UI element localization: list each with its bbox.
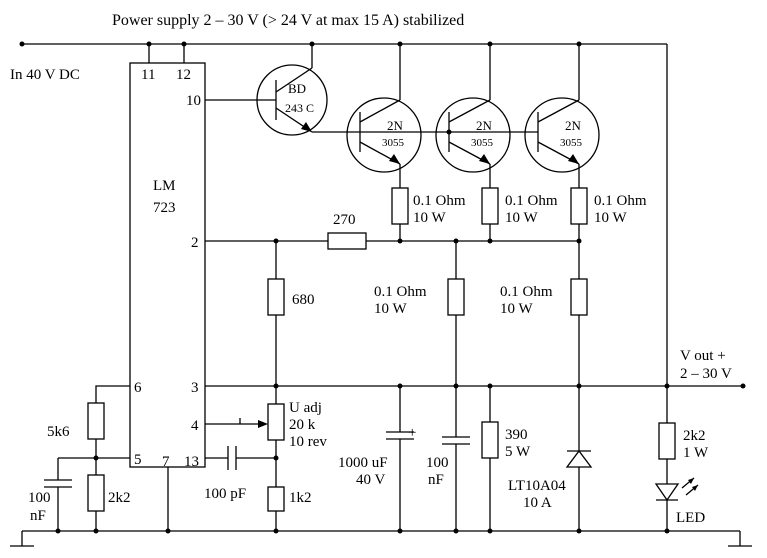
- svg-text:10 rev: 10 rev: [289, 434, 327, 450]
- svg-text:390: 390: [505, 427, 528, 443]
- resistor-5k6: [87, 402, 105, 440]
- svg-text:2N: 2N: [476, 118, 493, 133]
- svg-text:3055: 3055: [382, 137, 405, 149]
- label-1k2: 1k2: [289, 490, 312, 506]
- svg-text:10 W: 10 W: [505, 210, 538, 226]
- svg-text:0.1 Ohm: 0.1 Ohm: [505, 193, 558, 209]
- pin-6: 6: [134, 380, 142, 396]
- svg-text:10 W: 10 W: [413, 210, 446, 226]
- resistor-390: [481, 421, 499, 459]
- svg-text:2N: 2N: [387, 118, 404, 133]
- label-100pf: 100 pF: [204, 486, 246, 502]
- svg-text:0.1 Ohm: 0.1 Ohm: [594, 193, 647, 209]
- svg-text:100: 100: [426, 455, 449, 471]
- transistor-2n3055-3: [524, 41, 600, 188]
- resistor-270: [327, 232, 367, 250]
- resistor-2k2-led: [658, 422, 676, 460]
- svg-text:40 V: 40 V: [356, 472, 385, 488]
- svg-text:0.1 Ohm: 0.1 Ohm: [374, 284, 427, 300]
- svg-text:nF: nF: [30, 508, 46, 524]
- pin-11: 11: [141, 67, 155, 83]
- ic-name-2: 723: [153, 200, 176, 216]
- output-label-2: 2 – 30 V: [680, 366, 732, 382]
- svg-text:1000 uF: 1000 uF: [338, 455, 388, 471]
- resistor-1k2: [267, 486, 285, 512]
- pin-3: 3: [191, 380, 199, 396]
- ic-name-1: LM: [153, 178, 176, 194]
- diagram-title: Power supply 2 – 30 V (> 24 V at max 15 …: [112, 12, 464, 29]
- emitter-resistor-1: [391, 187, 409, 225]
- svg-text:nF: nF: [428, 472, 444, 488]
- svg-text:10 W: 10 W: [594, 210, 627, 226]
- svg-text:5 W: 5 W: [505, 444, 531, 460]
- svg-text:LT10A04: LT10A04: [508, 478, 566, 494]
- label-5k6: 5k6: [47, 424, 70, 440]
- wiper-arrow: [258, 420, 268, 428]
- label-2k2: 2k2: [108, 490, 131, 506]
- svg-text:2k2: 2k2: [683, 428, 706, 444]
- svg-text:0.1 Ohm: 0.1 Ohm: [500, 284, 553, 300]
- svg-text:3055: 3055: [560, 137, 583, 149]
- pin-5: 5: [134, 452, 142, 468]
- bd-label-1: BD: [288, 81, 306, 96]
- pin-7: 7: [162, 454, 170, 470]
- emitter-resistor-2: [481, 187, 499, 225]
- resistor-680: [267, 278, 285, 316]
- shunt-resistor-1: [447, 278, 465, 316]
- svg-text:10 A: 10 A: [523, 495, 552, 511]
- svg-text:2N: 2N: [565, 118, 582, 133]
- potentiometer-20k: [267, 403, 285, 441]
- lm723-ic: [129, 62, 206, 468]
- resistor-2k2: [87, 474, 105, 512]
- svg-text:U adj: U adj: [289, 400, 322, 416]
- svg-text:100: 100: [28, 490, 51, 506]
- svg-text:10 W: 10 W: [500, 301, 533, 317]
- led-label: LED: [676, 510, 705, 526]
- svg-text:1 W: 1 W: [683, 445, 709, 461]
- input-label: In 40 V DC: [10, 67, 80, 83]
- pin-12: 12: [176, 67, 191, 83]
- svg-text:0.1 Ohm: 0.1 Ohm: [413, 193, 466, 209]
- transistor-2n3055-2: [435, 41, 511, 188]
- pin-10: 10: [186, 93, 201, 109]
- svg-text:+: +: [408, 425, 416, 441]
- shunt-resistor-2: [570, 278, 588, 316]
- label-680: 680: [292, 292, 315, 308]
- svg-text:10 W: 10 W: [374, 301, 407, 317]
- emitter-resistor-3: [570, 187, 588, 225]
- bd-label-2: 243 C: [285, 101, 314, 115]
- output-terminal: [740, 383, 746, 389]
- input-terminal: [19, 41, 25, 47]
- label-270: 270: [333, 212, 356, 228]
- svg-text:20 k: 20 k: [289, 417, 316, 433]
- led-icon: [654, 483, 680, 502]
- pin-13: 13: [184, 454, 199, 470]
- transistor-2n3055-1: [346, 41, 422, 188]
- emitter-arrow: [301, 122, 312, 132]
- output-label-1: V out +: [680, 348, 726, 364]
- pin-2: 2: [191, 235, 199, 251]
- svg-text:3055: 3055: [471, 137, 494, 149]
- pin-4: 4: [191, 418, 199, 434]
